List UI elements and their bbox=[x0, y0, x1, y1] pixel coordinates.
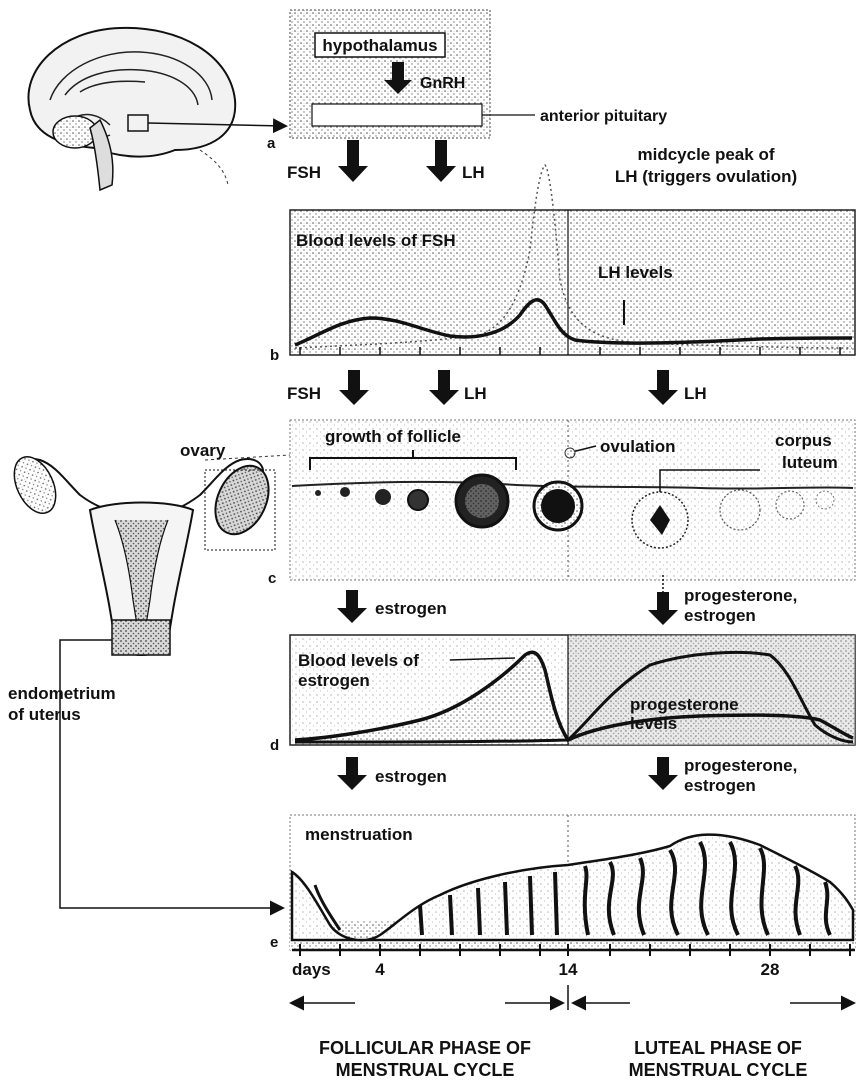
progesterone-levels-label-line2: levels bbox=[630, 714, 677, 733]
panel-a: hypothalamus GnRH anterior pituitary a F… bbox=[267, 10, 797, 186]
lh-label-b1: LH bbox=[464, 384, 487, 403]
progesterone-label-c-line1: progesterone, bbox=[684, 586, 797, 605]
panel-d-letter: d bbox=[270, 737, 279, 754]
progesterone-label-d-line2: estrogen bbox=[684, 776, 756, 795]
phase-arrows: FOLLICULAR PHASE OF MENSTRUAL CYCLE LUTE… bbox=[292, 985, 853, 1080]
hypothalamus-label: hypothalamus bbox=[322, 36, 437, 55]
panel-c: growth of follicle ovulation corpus lute… bbox=[268, 420, 855, 587]
panel-e-letter: e bbox=[270, 934, 278, 951]
panel-c-letter: c bbox=[268, 570, 276, 587]
follicular-phase-label-line2: MENSTRUAL CYCLE bbox=[336, 1060, 515, 1080]
follicle-2 bbox=[340, 487, 350, 497]
follicle-4 bbox=[408, 490, 428, 510]
luteal-phase-label-line2: MENSTRUAL CYCLE bbox=[629, 1060, 808, 1080]
days-label: days bbox=[292, 960, 331, 979]
gnrh-label: GnRH bbox=[420, 75, 465, 92]
growth-of-follicle-label: growth of follicle bbox=[325, 427, 461, 446]
lh-levels-label: LH levels bbox=[598, 263, 673, 282]
panel-d: Blood levels of estrogen progesterone le… bbox=[270, 635, 855, 754]
panel-b: Blood levels of FSH LH levels b bbox=[270, 165, 855, 364]
estrogen-label-d: estrogen bbox=[375, 767, 447, 786]
panel-e: menstruation e days 4 14 28 bbox=[270, 815, 855, 979]
uterus-illustration bbox=[6, 450, 279, 655]
panel-b-to-c-arrows: FSH LH LH bbox=[287, 370, 707, 405]
lh-down-arrow-a bbox=[426, 140, 456, 182]
brain-illustration bbox=[28, 28, 235, 190]
progesterone-label-d-line1: progesterone, bbox=[684, 756, 797, 775]
lh-label-a: LH bbox=[462, 163, 485, 182]
endometrium-connector bbox=[60, 640, 282, 908]
anterior-pituitary-label: anterior pituitary bbox=[540, 108, 667, 125]
lh-label-b2: LH bbox=[684, 384, 707, 403]
luteal-phase-label-line1: LUTEAL PHASE OF bbox=[634, 1038, 802, 1058]
follicle-1 bbox=[315, 490, 321, 496]
day-14-label: 14 bbox=[559, 960, 578, 979]
corpus-label-line1: corpus bbox=[775, 431, 832, 450]
endometrium-label-line1: endometrium bbox=[8, 684, 116, 703]
fsh-levels-label: Blood levels of FSH bbox=[296, 231, 456, 250]
fsh-down-arrow-a bbox=[338, 140, 368, 182]
panel-b-letter: b bbox=[270, 347, 279, 364]
fsh-label-b: FSH bbox=[287, 384, 321, 403]
corpus-label-line2: luteum bbox=[782, 453, 838, 472]
fsh-label-a: FSH bbox=[287, 163, 321, 182]
ovary-label: ovary bbox=[180, 441, 226, 460]
panel-d-to-e-arrows: estrogen progesterone, estrogen bbox=[337, 756, 797, 795]
day-4-label: 4 bbox=[375, 960, 385, 979]
follicle-3 bbox=[375, 489, 391, 505]
estrogen-label-c: estrogen bbox=[375, 599, 447, 618]
day-28-label: 28 bbox=[761, 960, 780, 979]
ovulation-label: ovulation bbox=[600, 437, 676, 456]
midcycle-label-line2: LH (triggers ovulation) bbox=[615, 167, 797, 186]
progesterone-levels-label-line1: progesterone bbox=[630, 695, 739, 714]
endometrium-label-line2: of uterus bbox=[8, 705, 81, 724]
progesterone-label-c-line2: estrogen bbox=[684, 606, 756, 625]
estrogen-levels-label-line2: estrogen bbox=[298, 671, 370, 690]
estrogen-levels-label-line1: Blood levels of bbox=[298, 651, 419, 670]
midcycle-label-line1: midcycle peak of bbox=[637, 145, 774, 164]
follicular-phase-label-line1: FOLLICULAR PHASE OF bbox=[319, 1038, 531, 1058]
panel-a-letter: a bbox=[267, 135, 276, 152]
panel-c-to-d-arrows: estrogen progesterone, estrogen bbox=[337, 575, 797, 625]
menstruation-label: menstruation bbox=[305, 825, 413, 844]
